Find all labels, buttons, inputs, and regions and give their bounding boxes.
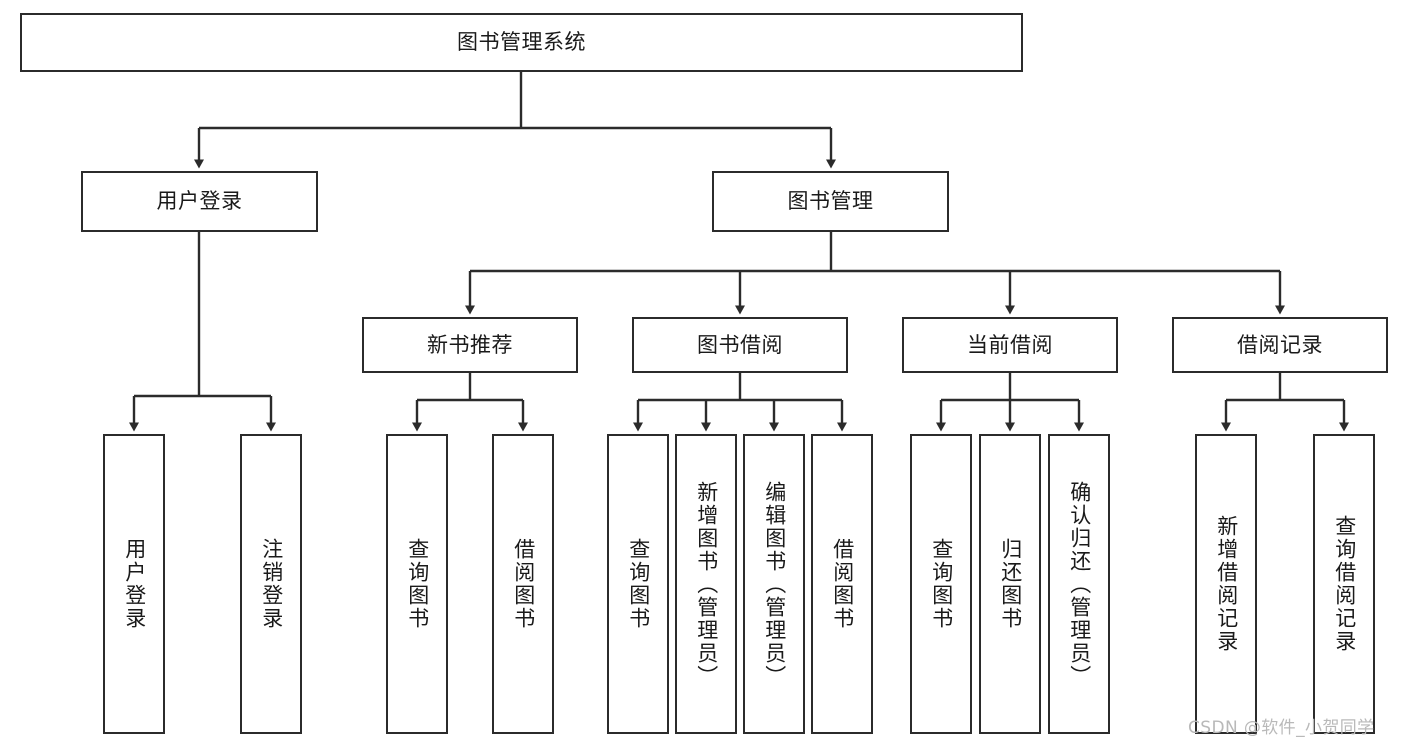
node-label: 借阅图书 [830, 538, 855, 630]
leaf-currentborrow-confirm-return-admin[interactable]: 确认归还（管理员） [1048, 434, 1110, 734]
node-label: 注销登录 [259, 538, 284, 630]
node-current-borrow[interactable]: 当前借阅 [902, 317, 1118, 373]
csdn-watermark: CSDN @软件_小贺同学 [1188, 718, 1375, 738]
node-user-login[interactable]: 用户登录 [81, 171, 318, 232]
leaf-newbook-borrow-book[interactable]: 借阅图书 [492, 434, 554, 734]
node-label: 用户登录 [156, 189, 243, 214]
node-label: 查询图书 [626, 538, 651, 630]
node-label: 图书借阅 [697, 332, 783, 357]
node-label: 新增图书（管理员） [694, 480, 719, 688]
node-label: 新增借阅记录 [1214, 515, 1239, 653]
node-label: 查询借阅记录 [1332, 515, 1357, 653]
leaf-currentborrow-return-book[interactable]: 归还图书 [979, 434, 1041, 734]
node-new-book-recommend[interactable]: 新书推荐 [362, 317, 578, 373]
edge-root-to-level2 [194, 72, 836, 169]
node-label: 图书管理系统 [457, 30, 586, 55]
edge-bookborrow-to-leaves [633, 373, 847, 432]
node-label: 确认归还（管理员） [1067, 480, 1092, 688]
node-label: 图书管理 [787, 189, 874, 214]
leaf-bookborrow-add-book-admin[interactable]: 新增图书（管理员） [675, 434, 737, 734]
node-label: 借阅记录 [1237, 332, 1323, 357]
edge-booksmgmt-to-level3 [465, 232, 1285, 315]
leaf-currentborrow-query-book[interactable]: 查询图书 [910, 434, 972, 734]
node-label: 归还图书 [998, 538, 1023, 630]
node-borrow-record[interactable]: 借阅记录 [1172, 317, 1388, 373]
leaf-bookborrow-edit-book-admin[interactable]: 编辑图书（管理员） [743, 434, 805, 734]
leaf-borrowrecord-query-record[interactable]: 查询借阅记录 [1313, 434, 1375, 734]
leaf-bookborrow-query-book[interactable]: 查询图书 [607, 434, 669, 734]
leaf-borrowrecord-add-record[interactable]: 新增借阅记录 [1195, 434, 1257, 734]
node-label: 查询图书 [405, 538, 430, 630]
node-root-book-management-system[interactable]: 图书管理系统 [20, 13, 1023, 72]
node-label: 查询图书 [929, 538, 954, 630]
leaf-user-login-signin[interactable]: 用户登录 [103, 434, 165, 734]
node-label: 新书推荐 [427, 332, 513, 357]
leaf-newbook-query-book[interactable]: 查询图书 [386, 434, 448, 734]
node-book-borrow[interactable]: 图书借阅 [632, 317, 848, 373]
edge-currentborrow-to-leaves [936, 373, 1084, 432]
node-label: 当前借阅 [967, 332, 1053, 357]
leaf-user-login-signout[interactable]: 注销登录 [240, 434, 302, 734]
leaf-bookborrow-borrow-book[interactable]: 借阅图书 [811, 434, 873, 734]
node-label: 借阅图书 [511, 538, 536, 630]
node-label: 用户登录 [122, 538, 147, 630]
edge-newbook-to-leaves [412, 373, 528, 432]
node-book-management[interactable]: 图书管理 [712, 171, 949, 232]
node-label: 编辑图书（管理员） [762, 480, 787, 688]
edge-borrowrecord-to-leaves [1221, 373, 1349, 432]
edge-userlogin-to-leaves [129, 232, 276, 432]
